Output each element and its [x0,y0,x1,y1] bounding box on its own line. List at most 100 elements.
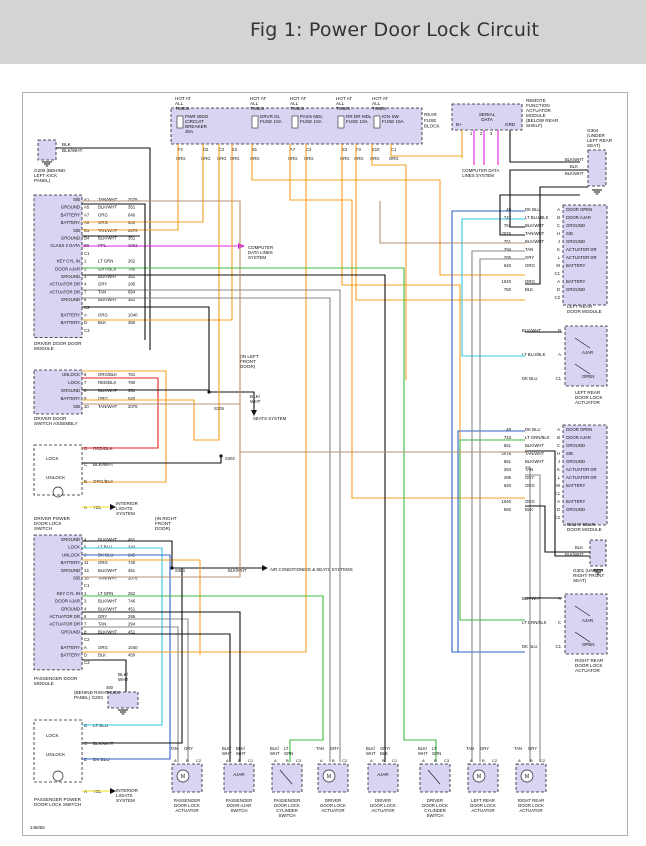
rfa-pin-label: GRD [505,122,516,127]
fuse-symbol [373,115,381,129]
bottom-component-6-wire-label: GRN [432,751,441,756]
left-rear-door-module-pin-name: GROUND [566,239,585,244]
pass-lock-switch-lock-label: LOCK [46,733,59,738]
s304-wire-label: BLK/WHT [228,568,247,573]
fuse-label: FUSE 10A [346,119,369,124]
right-rear-door-module-pin-label: M [556,483,560,488]
passenger-door-module-pin-label: 4 [84,606,87,611]
arrow [262,565,268,571]
driver-switch-assembly-pin-name: BATTERY [61,396,81,401]
battery-wire-orange [355,144,525,301]
g200-wire-label: BLK [62,142,72,147]
s305-note: (IN LEFT [240,354,259,359]
driver-door-module-pin-label: 4 [84,282,87,287]
interior-lights-label: INTERIOR [116,788,139,793]
g200-wire-label: BLK/WHT [62,148,83,153]
bottom-component-6-pin-label: B [434,758,437,763]
rfa-pin-number: 3 [490,131,493,136]
driver-door-module-pin-label: C1 [84,251,90,256]
actuator-wire [525,474,541,762]
driver-door-module-circuit-number: 1040 [128,313,138,318]
passenger-door-module-pin-label: 6 [84,614,87,619]
driver-door-module-wire-color: TAN/WHT [98,197,118,202]
driver-door-module-pin-label: A [84,313,87,318]
right-rear-door-module-circuit-number: 640 [504,483,512,488]
passenger-door-module-circuit-number: 2076 [128,576,138,581]
passenger-door-module-pin-name: ACTUATOR DR [49,622,80,627]
driver-switch-assembly-wire-color: RED/BLK [98,380,117,385]
bottom-component-4-label: DOOR LOCK [320,803,346,808]
battery-wire-orange [341,144,461,500]
driver-lock-switch-lock-label: LOCK [46,456,59,461]
right-rear-door-module-wire-color: TAN [525,467,533,472]
rfa-module-label: MODULE [526,113,546,118]
bottom-component-7-label: LEFT REAR [471,798,495,803]
pass-lock-switch-unlock-label: UNLOCK [46,752,66,757]
passenger-door-module-circuit-number: 451 [128,537,136,542]
left-rear-door-module-label: DOOR MODULE [567,309,602,314]
driver-door-module-pin-label: A7 [84,212,90,217]
g304-label: LEFT REAR [587,138,613,143]
bottom-component-6-wire-label: LT [432,746,437,751]
hot-at-all-times-label: TIMES [372,106,386,111]
passenger-door-module-circuit-number: 294 [128,622,136,627]
bottom-component-7-wire-label: TAN [466,746,474,751]
right-rear-door-lock-actuator-wire-color: LT GRN/BLK [522,620,547,625]
bottom-component-8-wire-label: TAN [514,746,522,751]
driver-switch-assembly-pin-name: LOCK [68,380,80,385]
driver-data-lines-label: SYSTEM [248,255,266,260]
bottom-component-5-wire-label: WHT [366,751,376,756]
right-rear-door-module-wire-color: DK BLU [525,427,541,432]
driver-door-module-pin-name: S/B [73,197,80,202]
right-rear-door-lock-actuator-label: RIGHT REAR [575,658,604,663]
driver-door-module-wire-color: GRY [98,282,107,287]
driver-door-module-pin-name: BATTERY [61,313,81,318]
driver-door-module [33,194,83,339]
fuse-label: PASS MDL [300,114,323,119]
wire-color: BLK/WHT [93,462,114,467]
passenger-door-module-wire-color: BLK/WHT [98,568,117,573]
left-rear-door-module-pin-name: DOOR AJAR [566,215,591,220]
motor-icon-label: M [181,774,185,780]
left-rear-door-module-pin-label: C1 [555,271,561,276]
driver-door-module-circuit-number: 295 [128,282,136,287]
passenger-door-module-label: PASSENGER DOOR [34,676,78,681]
ignition-wire-orange [390,144,462,157]
s304-label: S304 [175,568,185,573]
bottom-component-2-pin-label: B [238,758,241,763]
rfa-data-lines-label: COMPUTER DATA [462,168,499,173]
rfa-module-label: (BELOW REAR [526,118,559,123]
g301-label: G301 (UNDER [573,568,604,573]
ground-wire [82,568,183,744]
driver-door-module-pin-name: ACTUATOR DR [49,282,80,287]
fuse-label: IGN SW [382,114,400,119]
right-rear-door-module-pin-name: GROUND [566,507,585,512]
hot-at-all-times-label: TIMES [175,106,189,111]
g203-circuit-number: 450 [106,685,114,690]
driver-door-module-pin-label: A8 [84,220,90,225]
right-rear-door-module-pin-label: J [558,459,560,464]
left-rear-door-module-circuit-number: 2076 [501,231,511,236]
sb-wire-tan [379,201,525,244]
bottom-component-4-pin-label: C2 [342,758,348,763]
s305-note: DOOR) [240,364,256,369]
bottom-component-5-wire-label: BLK/ [366,746,376,751]
left-rear-door-module-circuit-number: 295 [504,255,512,260]
left-rear-door-lock-actuator-pin-label: C1 [556,376,562,381]
driver-door-module-label: MODULE [34,346,54,351]
passenger-door-module-pin-name: GROUND [61,629,80,634]
unlock-wire-orange [82,370,167,483]
sb-wire-tan [82,452,241,578]
bottom-component-8-label: DOOR LOCK [518,803,544,808]
fuse-pin-label: E3 [342,147,348,152]
right-rear-door-module-pin-label: C1 [555,491,561,496]
passenger-door-module-circuit-number: 295 [128,614,136,619]
passenger-door-module-pin-name: UNLOCK [62,552,80,557]
rfa-module-label: REMOTE [526,98,546,103]
driver-door-module-wire-color: BLK [98,320,106,325]
bottom-component-5-pin-label: A [370,758,373,763]
passenger-door-module-pin-name: S/B [73,576,80,581]
left-rear-door-module-pin-label: D [557,287,560,292]
left-rear-door-module-wire-color: LT BLU/BLK [525,215,549,220]
right-rear-door-lock-actuator-ajar-label: AJAR [582,618,593,623]
